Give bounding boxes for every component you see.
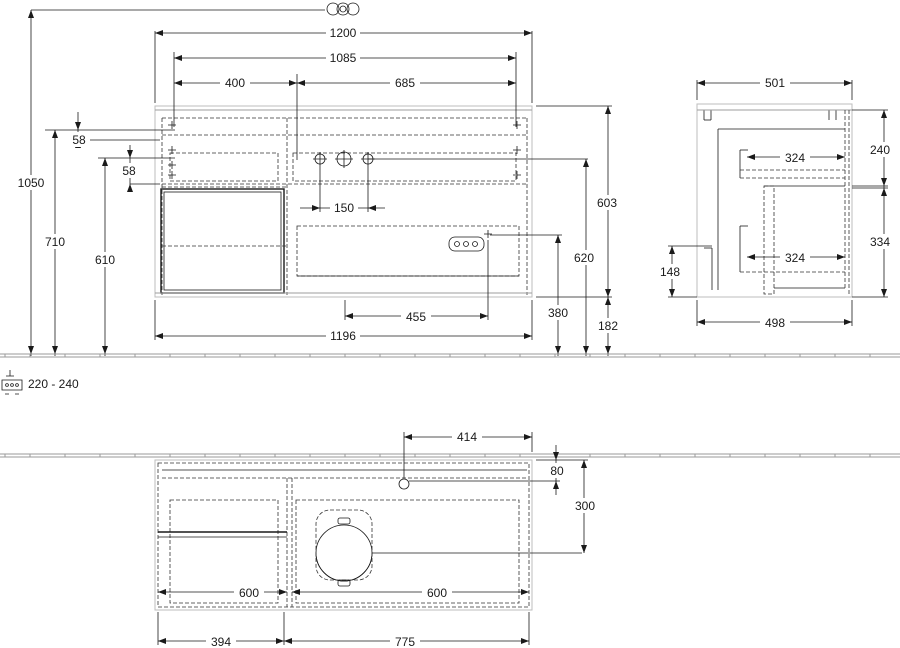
dim-upper-drawer-height: 240 <box>870 143 890 157</box>
circles-logo-icon <box>326 2 360 16</box>
dim-lower-drawer-depth: 324 <box>785 251 805 265</box>
label-backings <box>14 25 894 648</box>
wall-mount-icon <box>1 370 23 395</box>
dim-offset-upper: 58 <box>72 133 86 147</box>
siphon-cutout-icon <box>315 509 373 587</box>
dim-offset-lower: 58 <box>122 164 136 178</box>
dim-cabinet-height: 603 <box>597 196 617 210</box>
dim-left-drawer-width: 600 <box>239 586 259 600</box>
dim-left-section-top: 394 <box>211 635 231 648</box>
drain-hole-icon <box>398 478 410 490</box>
dim-right-drawer-width: 600 <box>427 586 447 600</box>
dimension-arrows <box>28 10 887 644</box>
socket-icon <box>448 236 485 252</box>
dim-tap-height: 620 <box>574 251 594 265</box>
dim-height-610: 610 <box>95 253 115 267</box>
side-cabinet-outline <box>696 103 853 298</box>
dim-drain-depth: 80 <box>550 464 564 478</box>
dim-siphon-height: 148 <box>660 265 680 279</box>
side-view <box>668 80 888 326</box>
dim-siphon-depth: 300 <box>575 499 595 513</box>
dim-upper-drawer-depth: 324 <box>785 151 805 165</box>
dim-left-section: 400 <box>225 76 245 90</box>
dim-socket-offset: 455 <box>406 310 426 324</box>
dim-total-height: 1050 <box>18 176 45 190</box>
dim-base-depth: 498 <box>765 316 785 330</box>
dim-lower-drawer-height: 334 <box>870 235 890 249</box>
dim-right-section: 685 <box>395 76 415 90</box>
dim-inner-width: 1085 <box>330 51 357 65</box>
floor-line-bottom <box>0 453 900 458</box>
dim-drain-offset: 414 <box>457 430 477 444</box>
floor-line-top <box>0 353 900 358</box>
dim-floor-clearance: 182 <box>598 319 618 333</box>
front-cabinet-outline <box>154 105 533 298</box>
dim-tap-spacing: 150 <box>334 201 354 215</box>
dim-overall-width: 1200 <box>330 26 357 40</box>
front-view <box>30 9 612 356</box>
dim-height-710: 710 <box>45 235 65 249</box>
dim-right-section-top: 775 <box>395 635 415 648</box>
wall-height-range: 220 - 240 <box>28 377 79 391</box>
top-cabinet-outline <box>154 459 533 611</box>
top-view <box>154 432 588 645</box>
dim-base-width: 1196 <box>330 329 356 343</box>
dim-socket-height: 380 <box>548 306 568 320</box>
dim-side-depth: 501 <box>765 76 785 90</box>
